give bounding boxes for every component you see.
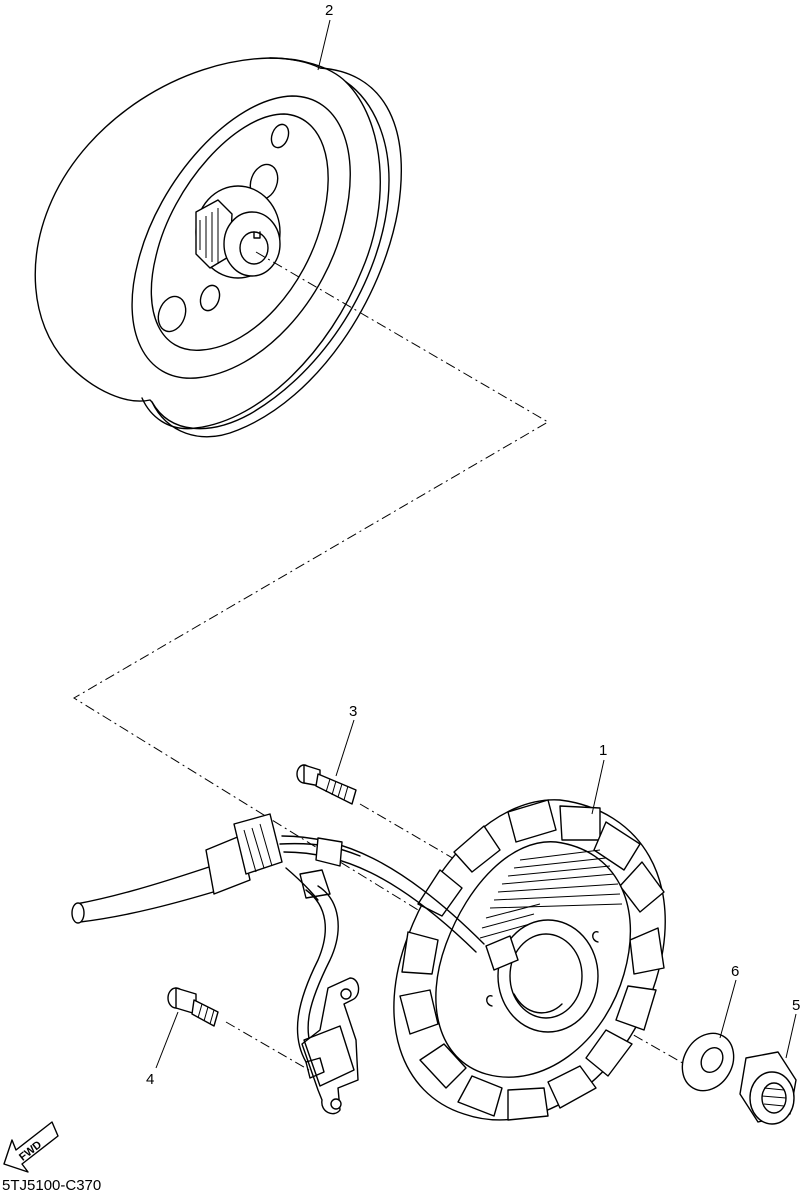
callout-4: 4 — [146, 1071, 154, 1088]
wire-harness — [71, 813, 485, 1063]
stator-assembly — [393, 799, 666, 1121]
stator-screw — [296, 764, 357, 805]
callout-3: 3 — [349, 703, 357, 720]
rotor-flywheel — [34, 57, 402, 438]
nut — [739, 1051, 797, 1125]
callout-6: 6 — [731, 963, 739, 980]
figure-code: 5TJ5100-C370 — [2, 1177, 101, 1194]
pickup-coil — [301, 977, 360, 1115]
pickup-coil-screw — [167, 987, 219, 1027]
leader-lines — [155, 19, 797, 1069]
callout-1: 1 — [599, 742, 607, 759]
washer — [681, 1032, 735, 1092]
callout-2: 2 — [325, 2, 333, 19]
callout-5: 5 — [792, 997, 800, 1014]
fwd-arrow-badge: FWD — [3, 1121, 59, 1173]
